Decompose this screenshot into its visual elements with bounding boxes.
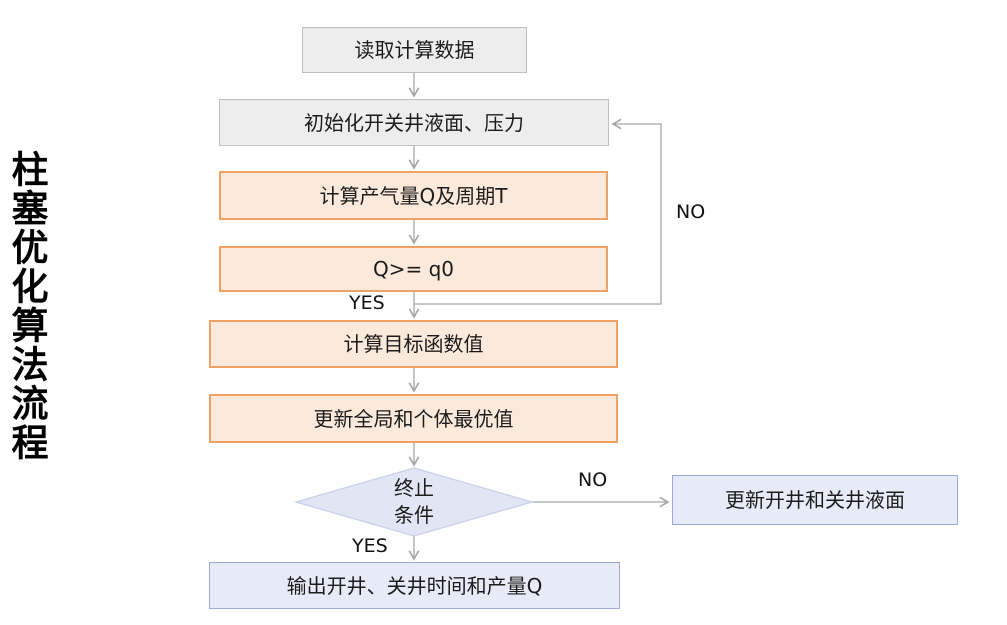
node-init-levels-label: 初始化开关井液面、压力 [304, 110, 524, 135]
node-update-levels: 更新开井和关井液面 [672, 475, 958, 525]
edge-label-yes-q: YES [349, 292, 385, 314]
node-output: 输出开井、关井时间和产量Q [209, 562, 620, 609]
node-read-data: 读取计算数据 [302, 27, 527, 73]
termination-label-line2: 条件 [394, 503, 434, 527]
node-read-data-label: 读取计算数据 [354, 38, 475, 62]
node-termination-decision: 终止 条件 [354, 471, 474, 533]
node-q-threshold-check-label: Q>= q0 [372, 257, 455, 281]
node-calc-objective: 计算目标函数值 [209, 320, 618, 368]
edge-label-yes-termination: YES [352, 535, 388, 557]
termination-label-line1: 终止 [394, 476, 434, 500]
node-q-threshold-check: Q>= q0 [219, 246, 608, 292]
node-update-best: 更新全局和个体最优值 [209, 394, 618, 443]
node-calc-q-t: 计算产气量Q及周期T [219, 171, 608, 220]
node-calc-q-t-label: 计算产气量Q及周期T [319, 183, 508, 208]
diagram-title: 柱塞优化算法流程 [5, 150, 48, 462]
edge-label-no-termination: NO [578, 469, 608, 491]
node-update-best-label: 更新全局和个体最优值 [313, 406, 514, 431]
node-output-label: 输出开井、关井时间和产量Q [286, 573, 543, 598]
edge-label-no-loop: NO [676, 201, 706, 223]
node-calc-objective-label: 计算目标函数值 [343, 332, 484, 356]
node-update-levels-label: 更新开井和关井液面 [725, 488, 905, 512]
node-init-levels: 初始化开关井液面、压力 [219, 99, 609, 146]
